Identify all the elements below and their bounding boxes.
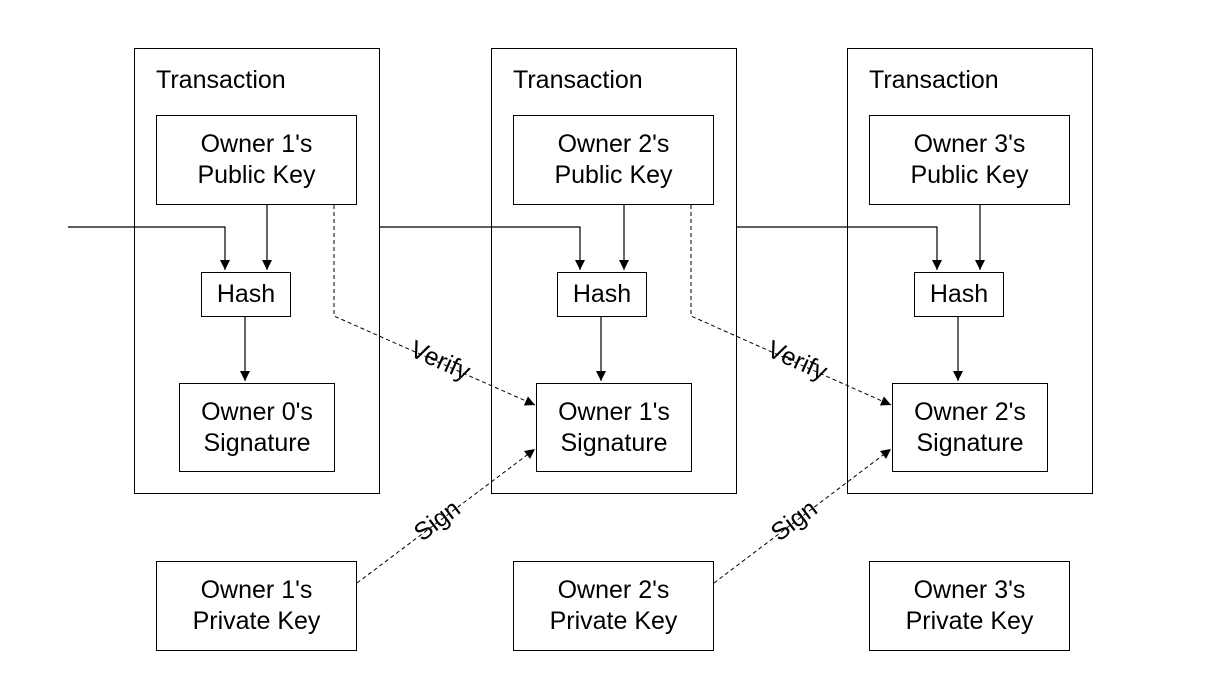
private-key-text-1: Private Key bbox=[192, 607, 321, 635]
public-key-label-2: Owner 2's Public Key bbox=[513, 115, 714, 205]
private-key-owner-1: Owner 1's bbox=[200, 576, 313, 604]
signature-text-2: Signature bbox=[560, 428, 668, 457]
signature-owner-3: Owner 2's bbox=[914, 397, 1026, 426]
public-key-label-1: Owner 1's Public Key bbox=[156, 115, 357, 205]
public-key-owner-1: Owner 1's bbox=[200, 130, 313, 158]
chain-arrow-tx2-to-tx3 bbox=[737, 226, 942, 270]
signature-label-3: Owner 2's Signature bbox=[892, 383, 1048, 472]
public-key-box-2 bbox=[513, 115, 714, 205]
sign-label-2: Sign bbox=[766, 494, 823, 546]
chain-arrow-tx1-to-tx2 bbox=[380, 226, 585, 270]
public-key-owner-2: Owner 2's bbox=[557, 130, 670, 158]
hash-box-1 bbox=[201, 272, 291, 317]
public-key-text-1: Public Key bbox=[197, 161, 316, 189]
signature-box-3 bbox=[892, 383, 1048, 472]
verify-arrow-2 bbox=[690, 205, 892, 406]
hash-box-2 bbox=[557, 272, 647, 317]
transaction-title-2: Transaction bbox=[513, 66, 643, 94]
verify-label-1: Verify bbox=[406, 335, 475, 386]
signature-label-1: Owner 0's Signature bbox=[179, 383, 335, 472]
sign-label-1: Sign bbox=[409, 494, 466, 546]
private-key-text-2: Private Key bbox=[549, 607, 678, 635]
signature-text-1: Signature bbox=[203, 428, 311, 457]
public-key-label-3: Owner 3's Public Key bbox=[869, 115, 1070, 205]
private-key-label-1: Owner 1's Private Key bbox=[156, 561, 357, 651]
sign-arrow-1 bbox=[356, 448, 536, 584]
private-key-owner-2: Owner 2's bbox=[557, 576, 670, 604]
hash-label-3: Hash bbox=[929, 280, 989, 308]
private-key-box-2 bbox=[513, 561, 714, 651]
transaction-title-3: Transaction bbox=[869, 66, 999, 94]
private-key-label-2: Owner 2's Private Key bbox=[513, 561, 714, 651]
signature-owner-2: Owner 1's bbox=[558, 397, 670, 426]
private-key-owner-3: Owner 3's bbox=[913, 576, 1026, 604]
transaction-box-2 bbox=[491, 48, 737, 494]
private-key-box-3 bbox=[869, 561, 1070, 651]
incoming-chain-arrow bbox=[68, 226, 230, 270]
signature-box-2 bbox=[536, 383, 692, 472]
hash-box-3 bbox=[914, 272, 1004, 317]
transaction-title-1: Transaction bbox=[156, 66, 286, 94]
public-key-text-3: Public Key bbox=[910, 161, 1029, 189]
hash-label-2: Hash bbox=[572, 280, 632, 308]
verify-arrow-1 bbox=[333, 205, 536, 406]
signature-label-2: Owner 1's Signature bbox=[536, 383, 692, 472]
signature-owner-1: Owner 0's bbox=[201, 397, 313, 426]
verify-label-2: Verify bbox=[763, 335, 832, 386]
sign-arrow-2 bbox=[713, 448, 892, 584]
public-key-box-1 bbox=[156, 115, 357, 205]
private-key-box-1 bbox=[156, 561, 357, 651]
private-key-label-3: Owner 3's Private Key bbox=[869, 561, 1070, 651]
public-key-text-2: Public Key bbox=[554, 161, 673, 189]
public-key-owner-3: Owner 3's bbox=[913, 130, 1026, 158]
transaction-box-3 bbox=[847, 48, 1093, 494]
signature-text-3: Signature bbox=[916, 428, 1024, 457]
hash-label-1: Hash bbox=[216, 280, 276, 308]
transaction-box-1 bbox=[134, 48, 380, 494]
public-key-box-3 bbox=[869, 115, 1070, 205]
signature-box-1 bbox=[179, 383, 335, 472]
private-key-text-3: Private Key bbox=[905, 607, 1034, 635]
